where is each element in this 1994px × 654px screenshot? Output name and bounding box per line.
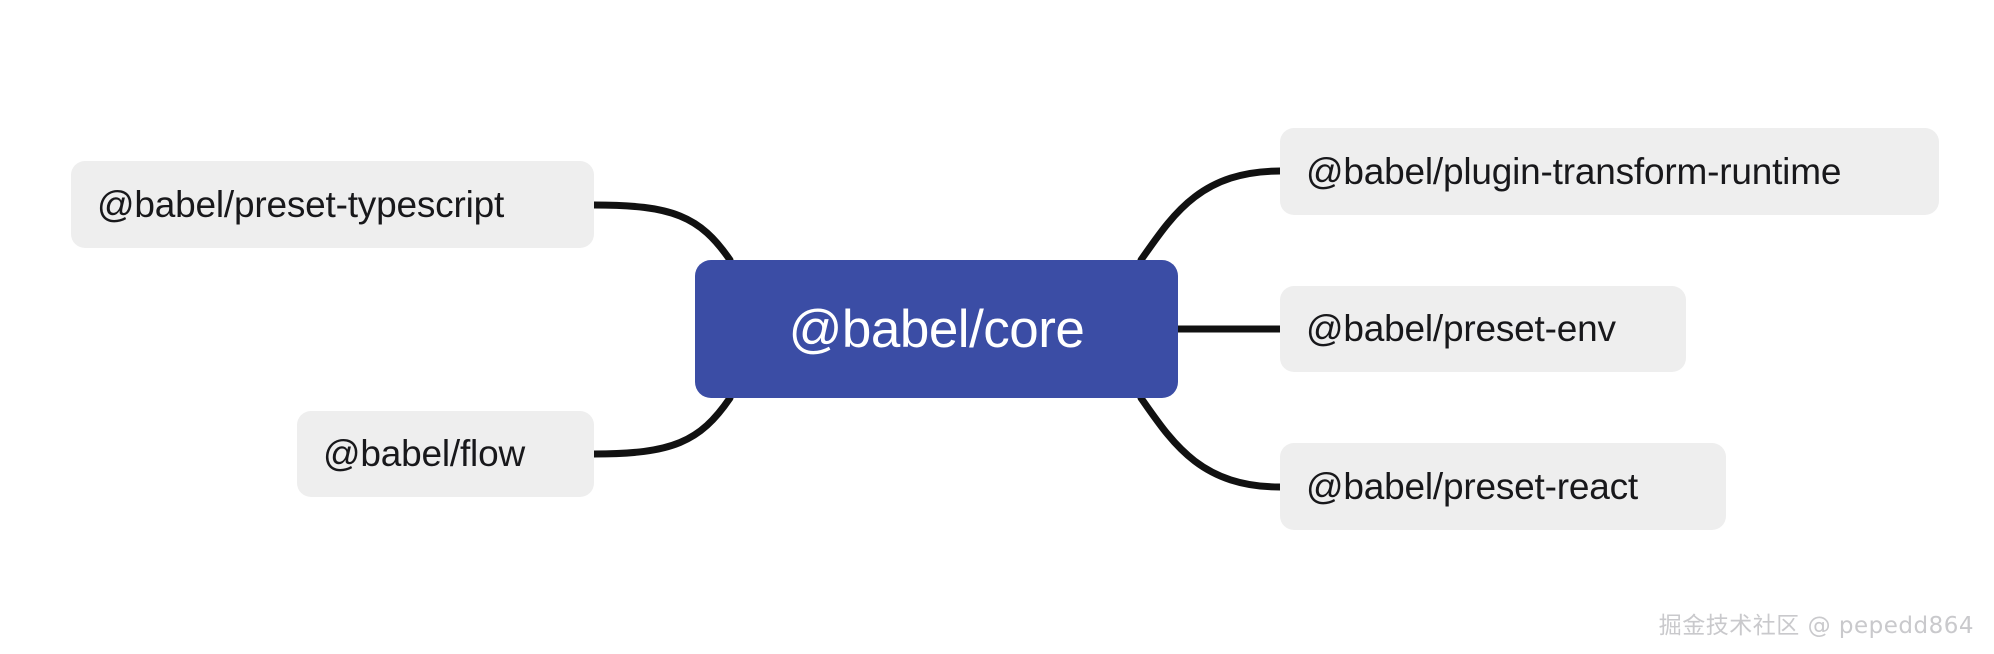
node-flow-label: @babel/flow xyxy=(323,433,525,474)
node-plugin-transform-runtime-label: @babel/plugin-transform-runtime xyxy=(1306,150,1842,192)
node-preset-typescript[interactable]: @babel/preset-typescript xyxy=(71,161,594,248)
node-babel-core[interactable]: @babel/core xyxy=(695,260,1178,398)
edge-root-to-preset-react xyxy=(1137,394,1284,491)
watermark: 掘金技术社区 @ pepedd864 xyxy=(1658,613,1974,639)
node-preset-react[interactable]: @babel/preset-react xyxy=(1280,443,1726,530)
node-plugin-transform-runtime[interactable]: @babel/plugin-transform-runtime xyxy=(1280,128,1939,215)
node-flow[interactable]: @babel/flow xyxy=(297,411,594,497)
edge-root-to-plugin-transform-runtime xyxy=(1137,167,1284,264)
node-babel-core-label: @babel/core xyxy=(788,299,1085,359)
node-preset-react-label: @babel/preset-react xyxy=(1306,465,1638,507)
node-preset-typescript-label: @babel/preset-typescript xyxy=(97,183,505,225)
node-preset-env-label: @babel/preset-env xyxy=(1306,308,1616,349)
node-preset-env[interactable]: @babel/preset-env xyxy=(1280,286,1686,372)
edge-root-to-flow xyxy=(590,394,734,458)
edge-root-to-preset-typescript xyxy=(590,201,734,264)
